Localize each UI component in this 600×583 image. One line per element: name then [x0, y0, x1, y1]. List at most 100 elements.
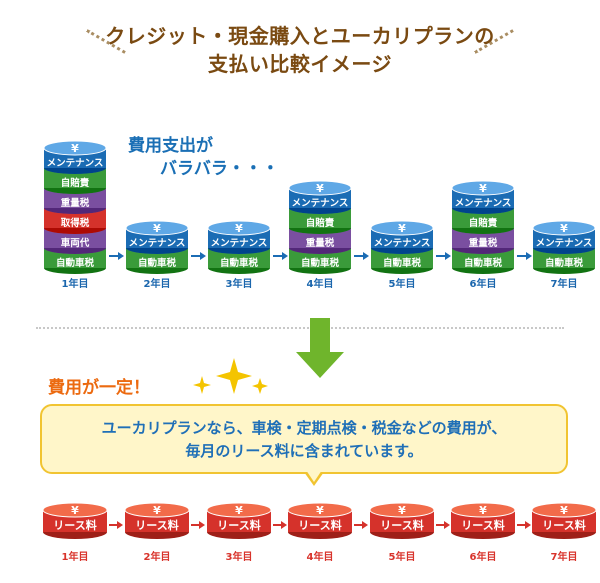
cost-layer-label: 自賠責: [469, 217, 498, 229]
yen-coin-icon: ¥: [288, 180, 352, 196]
cost-layer-label: メンテナンス: [129, 238, 186, 249]
next-year-arrow: [273, 252, 288, 260]
cost-layer-label: メンテナンス: [455, 198, 512, 209]
lease-coin-year-3: ¥リース料: [206, 502, 272, 539]
cost-stack-year-3: 自動車税 メンテナンス ¥: [207, 220, 271, 274]
cost-stack-year-2: 自動車税 メンテナンス ¥: [125, 220, 189, 274]
cost-layer-label: メンテナンス: [211, 238, 268, 249]
year-label: 5年目: [388, 552, 416, 563]
lease-coin-label: リース料: [542, 518, 585, 532]
lease-coin-label: リース料: [53, 518, 96, 532]
yen-coin-icon: ¥: [451, 180, 515, 196]
svg-text:¥: ¥: [71, 142, 79, 155]
year-label: 7年目: [550, 279, 578, 290]
yen-coin-icon: ¥: [316, 504, 324, 517]
yen-coin-icon: ¥: [560, 504, 568, 517]
cost-layer-label: 自動車税: [56, 257, 95, 269]
cost-layer-label: 自動車税: [220, 257, 259, 269]
top-stacks: 自動車税車両代取得税重量税自賠責メンテナンス¥自動車税メンテナンス¥自動車税メン…: [43, 140, 596, 274]
next-year-arrow: [436, 252, 451, 260]
next-year-arrow: [191, 521, 205, 529]
lease-coin-year-7: ¥リース料: [531, 502, 597, 539]
cost-layer-label: 自動車税: [301, 257, 340, 269]
yen-coin-icon: ¥: [235, 504, 243, 517]
cost-layer-label: 重量税: [61, 197, 90, 209]
info-bubble: [40, 404, 568, 474]
lease-coin-label: リース料: [380, 518, 423, 532]
cost-layer-label: メンテナンス: [47, 158, 104, 169]
cost-layer-label: 重量税: [306, 237, 335, 249]
next-year-arrow: [354, 521, 368, 529]
lease-coin-year-5: ¥リース料: [369, 502, 435, 539]
lease-coin-label: リース料: [298, 518, 341, 532]
next-year-arrow: [109, 252, 124, 260]
cost-stack-year-5: 自動車税 メンテナンス ¥: [370, 220, 434, 274]
next-year-arrow: [354, 252, 369, 260]
svg-text:¥: ¥: [235, 222, 243, 235]
lease-coin-label: リース料: [135, 518, 178, 532]
svg-text:¥: ¥: [560, 222, 568, 235]
cost-layer-label: 自動車税: [138, 257, 177, 269]
cost-layer-label: メンテナンス: [536, 238, 593, 249]
yen-coin-icon: ¥: [532, 220, 596, 236]
next-year-arrow: [191, 252, 206, 260]
year-label: 1年目: [61, 279, 89, 290]
yen-coin-icon: ¥: [43, 140, 107, 156]
year-label: 4年目: [306, 279, 334, 290]
down-arrow: [296, 318, 344, 378]
next-year-arrow: [436, 521, 450, 529]
constant-cost-note: 費用が一定！: [48, 378, 150, 398]
next-year-arrow: [273, 521, 287, 529]
cost-layer-label: 自動車税: [464, 257, 503, 269]
section-divider: [36, 327, 564, 329]
bottom-coins: ¥リース料¥リース料¥リース料¥リース料¥リース料¥リース料¥リース料: [42, 502, 597, 539]
lease-coin-year-6: ¥リース料: [450, 502, 516, 539]
cost-stack-year-6: 自動車税 重量税 自賠責 メンテナンス ¥: [451, 180, 515, 274]
yen-coin-icon: ¥: [125, 220, 189, 236]
cost-stack-year-4: 自動車税 重量税 自賠責 メンテナンス ¥: [288, 180, 352, 274]
page-title-line-1: クレジット・現金購入とユーカリプランの: [105, 24, 495, 48]
year-label: 2年目: [143, 552, 171, 563]
year-label: 3年目: [225, 279, 253, 290]
yen-coin-icon: ¥: [370, 220, 434, 236]
cost-layer-label: 自賠責: [61, 177, 90, 189]
lease-coin-year-2: ¥リース料: [124, 502, 190, 539]
year-label: 5年目: [388, 279, 416, 290]
yen-coin-icon: ¥: [153, 504, 161, 517]
yen-coin-icon: ¥: [479, 504, 487, 517]
cost-layer-label: 重量税: [469, 237, 498, 249]
yen-coin-icon: ¥: [207, 220, 271, 236]
year-label: 6年目: [469, 552, 497, 563]
year-label: 1年目: [61, 552, 89, 563]
lease-coin-label: リース料: [217, 518, 260, 532]
next-year-arrow: [109, 521, 123, 529]
svg-text:¥: ¥: [479, 182, 487, 195]
svg-text:¥: ¥: [153, 222, 161, 235]
year-label: 4年目: [306, 552, 334, 563]
yen-coin-icon: ¥: [398, 504, 406, 517]
cost-layer-label: 自動車税: [383, 257, 422, 269]
cost-layer-label: メンテナンス: [374, 238, 431, 249]
cost-stack-year-1: 自動車税 車両代 取得税 重量税 自賠責 メンテナンス ¥: [43, 140, 107, 274]
info-bubble-line-2: 毎月のリース料に含まれています。: [185, 442, 423, 460]
year-label: 2年目: [143, 279, 171, 290]
cost-layer-label: 自動車税: [545, 257, 584, 269]
year-label: 6年目: [469, 279, 497, 290]
cost-layer-label: メンテナンス: [292, 198, 349, 209]
sparkle-icon: [193, 358, 268, 394]
cost-layer-label: 取得税: [61, 217, 90, 229]
svg-text:¥: ¥: [398, 222, 406, 235]
lease-coin-year-4: ¥リース料: [287, 502, 353, 539]
svg-text:¥: ¥: [316, 182, 324, 195]
page-title-line-2: 支払い比較イメージ: [207, 52, 393, 76]
cost-layer-label: 車両代: [61, 237, 90, 249]
next-year-arrow: [517, 521, 531, 529]
top-note-line-2: バラバラ・・・: [160, 159, 279, 179]
cost-layer-label: 自賠責: [306, 217, 335, 229]
lease-coin-year-1: ¥リース料: [42, 502, 108, 539]
year-label: 3年目: [225, 552, 253, 563]
yen-coin-icon: ¥: [71, 504, 79, 517]
lease-coin-label: リース料: [461, 518, 504, 532]
top-note-line-1: 費用支出が: [128, 136, 213, 156]
next-year-arrow: [517, 252, 532, 260]
